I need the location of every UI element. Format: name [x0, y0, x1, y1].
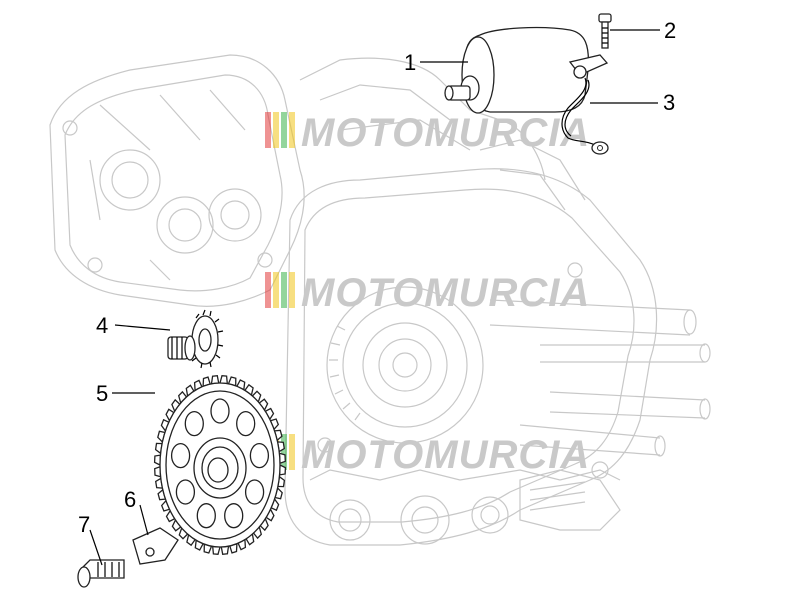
callout-labels: 1 2 3 4 5 6 7 [78, 18, 676, 537]
ground-cable-part [561, 77, 609, 155]
gear-lightening-hole [210, 398, 230, 424]
bolt-part-7 [77, 559, 125, 588]
watermark-text: MOTOMURCIA [301, 433, 590, 477]
watermark-bottom: MOTOMURCIA [265, 433, 590, 477]
watermark-text: MOTOMURCIA [301, 271, 590, 315]
screw-part-2 [598, 13, 612, 49]
gear-lightening-hole [175, 479, 196, 505]
callout-6: 6 [124, 487, 136, 512]
gear-lightening-hole [196, 503, 216, 529]
gear-lightening-hole [224, 503, 244, 529]
gear-lightening-hole [249, 442, 270, 469]
watermark-middle: MOTOMURCIA [265, 271, 590, 315]
gear-lightening-hole [236, 410, 256, 437]
starter-ring-gear [153, 374, 287, 556]
callout-7: 7 [78, 512, 90, 537]
watermark-top: MOTOMURCIA [265, 111, 590, 155]
callout-3: 3 [663, 90, 675, 115]
gear-lightening-hole [184, 410, 204, 437]
callout-5: 5 [96, 381, 108, 406]
callout-4: 4 [96, 313, 108, 338]
watermark-group: MOTOMURCIA MOTOMURCIA MOTOMURCIA [265, 111, 590, 477]
callout-2: 2 [664, 18, 676, 43]
gear-lightening-hole [244, 479, 265, 505]
callout-1: 1 [404, 50, 416, 75]
lock-plate-part [132, 527, 179, 565]
starter-motor-part [444, 26, 609, 114]
leader-lines [89, 29, 660, 566]
watermark-text: MOTOMURCIA [301, 111, 590, 155]
starter-pinion-gear [167, 309, 224, 369]
gear-lightening-hole [170, 442, 191, 469]
engine-casing-outline [49, 54, 711, 546]
